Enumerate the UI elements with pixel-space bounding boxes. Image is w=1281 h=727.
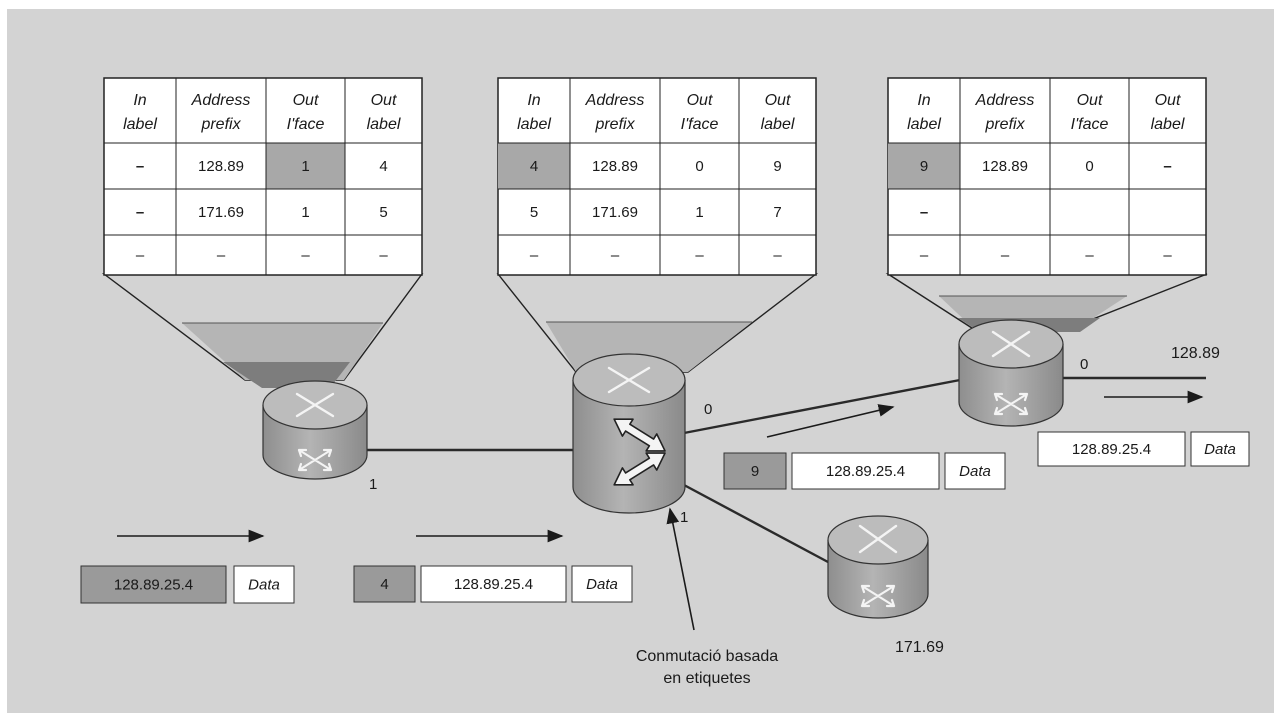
table-cell: – xyxy=(611,247,620,264)
table-cell: 7 xyxy=(773,204,781,221)
table-cell: – xyxy=(1085,247,1094,264)
router-1[interactable] xyxy=(262,380,368,480)
flow-arrow xyxy=(766,404,895,438)
router-3[interactable] xyxy=(958,319,1064,427)
links xyxy=(366,376,1206,564)
packet-4: 128.89.25.4 Data xyxy=(1037,431,1250,467)
packet-2: 4 128.89.25.4 Data xyxy=(353,565,633,603)
table-cell: 9 xyxy=(920,158,928,175)
table-cell: – xyxy=(136,204,144,221)
table-cell: – xyxy=(136,158,144,175)
switch-arrows-icon xyxy=(613,418,666,486)
packet-label: 4 xyxy=(380,576,388,593)
router-2-lsr[interactable] xyxy=(572,353,686,514)
table-cell: – xyxy=(1001,247,1010,264)
packet-data: Data xyxy=(1204,441,1236,458)
highlighted-cell xyxy=(888,143,960,189)
flow-arrows xyxy=(117,390,1204,631)
caption-line-2: en etiquetes xyxy=(663,670,751,687)
router-cross-icon xyxy=(858,524,898,554)
table-cell: – xyxy=(773,247,782,264)
router-cross-icon xyxy=(295,392,335,418)
table-cell: 1 xyxy=(695,204,703,221)
packet-address: 128.89.25.4 xyxy=(826,463,905,480)
table-cell: 128.89 xyxy=(198,158,244,175)
table-cell: 1 xyxy=(301,204,309,221)
highlighted-cell xyxy=(498,143,570,189)
r2-interface-0-label: 0 xyxy=(704,401,712,418)
router-cross-icon xyxy=(991,330,1031,358)
table-cell: – xyxy=(136,247,145,264)
table-cell: 1 xyxy=(301,158,309,175)
table-cell: – xyxy=(920,204,928,221)
table-cell: 128.89 xyxy=(592,158,638,175)
switch-arrows-icon xyxy=(860,584,896,608)
switch-arrows-icon xyxy=(993,392,1029,416)
table-cell: 4 xyxy=(530,158,538,175)
table-cell: 9 xyxy=(773,158,781,175)
network-128-label: 128.89 xyxy=(1171,345,1220,362)
highlighted-cell xyxy=(266,143,345,189)
table-cell: – xyxy=(301,247,310,264)
packet-address: 128.89.25.4 xyxy=(454,576,533,593)
table-cell: – xyxy=(1163,158,1171,175)
switch-arrows-icon xyxy=(297,448,333,472)
table-cell: – xyxy=(695,247,704,264)
table-cell: – xyxy=(1163,247,1172,264)
table-cell: – xyxy=(920,247,929,264)
funnel-1 xyxy=(101,273,424,388)
r3-interface-label: 0 xyxy=(1080,356,1088,373)
caption-line-1: Conmutació basada xyxy=(635,648,779,665)
table-cell: 5 xyxy=(530,204,538,221)
table-cell: – xyxy=(379,247,388,264)
r1-interface-label: 1 xyxy=(369,476,377,493)
table-cell: – xyxy=(530,247,539,264)
packet-label: 9 xyxy=(751,463,759,480)
caption: Conmutació basada en etiquetes xyxy=(592,646,822,690)
packet-data: Data xyxy=(586,576,618,593)
table-cell: 128.89 xyxy=(982,158,1028,175)
table-cell: – xyxy=(217,247,226,264)
table-cell: 5 xyxy=(379,204,387,221)
router-4[interactable] xyxy=(827,515,929,619)
packet-address: 128.89.25.4 xyxy=(1072,441,1151,458)
link-r2-r4 xyxy=(683,483,829,564)
packet-address: 128.89.25.4 xyxy=(114,577,193,594)
packet-data: Data xyxy=(248,577,280,594)
packet-3: 9 128.89.25.4 Data xyxy=(723,452,1006,490)
table-cell: 0 xyxy=(695,158,703,175)
funnel-3 xyxy=(885,273,1208,332)
r2-interface-1-label: 1 xyxy=(680,509,688,526)
table-cell: 171.69 xyxy=(592,204,638,221)
packet-data: Data xyxy=(959,463,991,480)
link-r2-r3 xyxy=(683,378,961,435)
table-cell: 171.69 xyxy=(198,204,244,221)
router-cross-icon xyxy=(607,366,651,394)
caption-pointer-arrow xyxy=(666,507,695,631)
packet-1: 128.89.25.4 Data xyxy=(80,565,295,604)
table-cell: 4 xyxy=(379,158,387,175)
network-171-label: 171.69 xyxy=(895,639,944,656)
table-cell: 0 xyxy=(1085,158,1093,175)
